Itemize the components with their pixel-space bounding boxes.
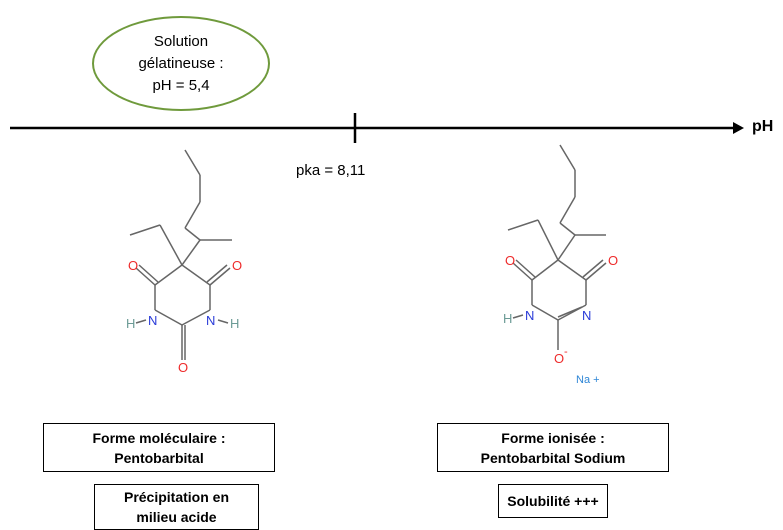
pka-label: pka = 8,11 (296, 162, 366, 179)
molecular-form-title: Forme moléculaire : (92, 429, 226, 446)
ellipse-line-1: Solution (153, 32, 209, 50)
solubility-label: Solubilité +++ (507, 493, 599, 509)
ph-axis (10, 113, 744, 143)
ionized-form-name: Pentobarbital Sodium (480, 449, 626, 466)
precipitation-box: Précipitation en milieu acide (94, 484, 259, 530)
atom-o-bottom: O (178, 360, 188, 375)
atom-o-left: O (505, 253, 515, 268)
ionized-form-box: Forme ionisée : Pentobarbital Sodium (437, 423, 669, 472)
atom-o-left: O (128, 258, 138, 273)
atom-o-right: O (608, 253, 618, 268)
charge-minus: - (564, 346, 568, 358)
atom-n-left: N (525, 308, 534, 323)
axis-label: pH (752, 118, 774, 135)
pentobarbital-structure: O O O N N H H (126, 149, 242, 375)
precipitation-line-1: Précipitation en (123, 489, 230, 505)
pentobarbital-sodium-structure: O O O - N N H Na + (503, 144, 618, 386)
solubility-box: Solubilité +++ (498, 484, 608, 518)
atom-h-left: H (126, 316, 135, 331)
atom-o-bottom: O (554, 351, 564, 366)
atom-h-left: H (503, 311, 512, 326)
molecular-form-name: Pentobarbital (114, 449, 204, 466)
solution-ellipse: Solution gélatineuse : pH = 5,4 (92, 16, 270, 111)
sodium-ion: Na + (576, 374, 600, 386)
atom-n-left: N (148, 313, 157, 328)
ellipse-line-3: pH = 5,4 (152, 76, 210, 94)
atom-h-right: H (230, 316, 239, 331)
ellipse-line-2: gélatineuse : (138, 54, 224, 72)
atom-n-right: N (206, 313, 215, 328)
precipitation-line-2: milieu acide (136, 509, 217, 525)
axis-arrowhead (733, 122, 744, 134)
atom-o-right: O (232, 258, 242, 273)
ionized-form-title: Forme ionisée : (501, 429, 605, 446)
molecular-form-box: Forme moléculaire : Pentobarbital (43, 423, 275, 472)
atom-n-right: N (582, 308, 591, 323)
